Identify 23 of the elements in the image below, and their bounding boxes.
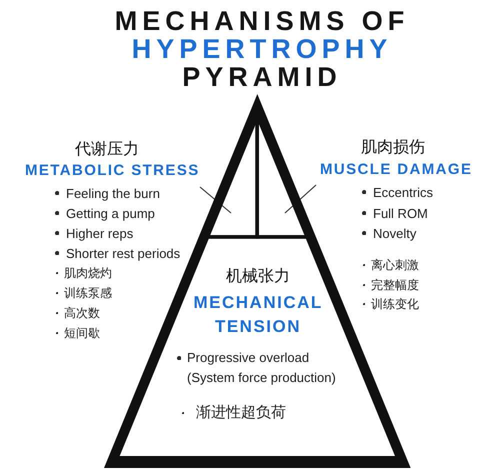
list-item: 完整幅度 xyxy=(371,277,419,293)
list-item: Progressive overload (System force production) xyxy=(186,349,337,387)
list-item: 训练变化 xyxy=(371,296,419,312)
english-heading: MUSCLE DAMAGE xyxy=(320,161,472,179)
list-item: Getting a pump xyxy=(66,204,155,222)
chinese-heading: 机械张力 xyxy=(226,267,290,287)
list-item: Shorter rest periods xyxy=(66,244,180,262)
english-heading: MECHANICAL TENSION xyxy=(194,292,322,338)
list-item: Feeling the burn xyxy=(66,184,160,202)
list-item: 离心刺激 xyxy=(371,257,419,273)
list-item: Higher reps xyxy=(66,224,134,242)
list-item: 高次数 xyxy=(64,305,100,321)
list-item: 肌肉烧灼 xyxy=(64,265,112,281)
list-item: 渐进性超负荷 xyxy=(196,403,286,423)
list-item: Novelty xyxy=(373,224,416,242)
english-heading: METABOLIC STRESS xyxy=(25,162,200,180)
list-item: Eccentrics xyxy=(373,184,433,200)
chinese-heading: 肌肉损伤 xyxy=(361,138,425,158)
list-item: 短间歇 xyxy=(64,325,100,341)
title: MECHANISMS OF HYPERTROPHY PYRAMID xyxy=(114,7,410,91)
chinese-heading: 代谢压力 xyxy=(75,140,139,160)
list-item: 训练泵感 xyxy=(64,285,112,301)
list-item: Full ROM xyxy=(373,204,428,222)
